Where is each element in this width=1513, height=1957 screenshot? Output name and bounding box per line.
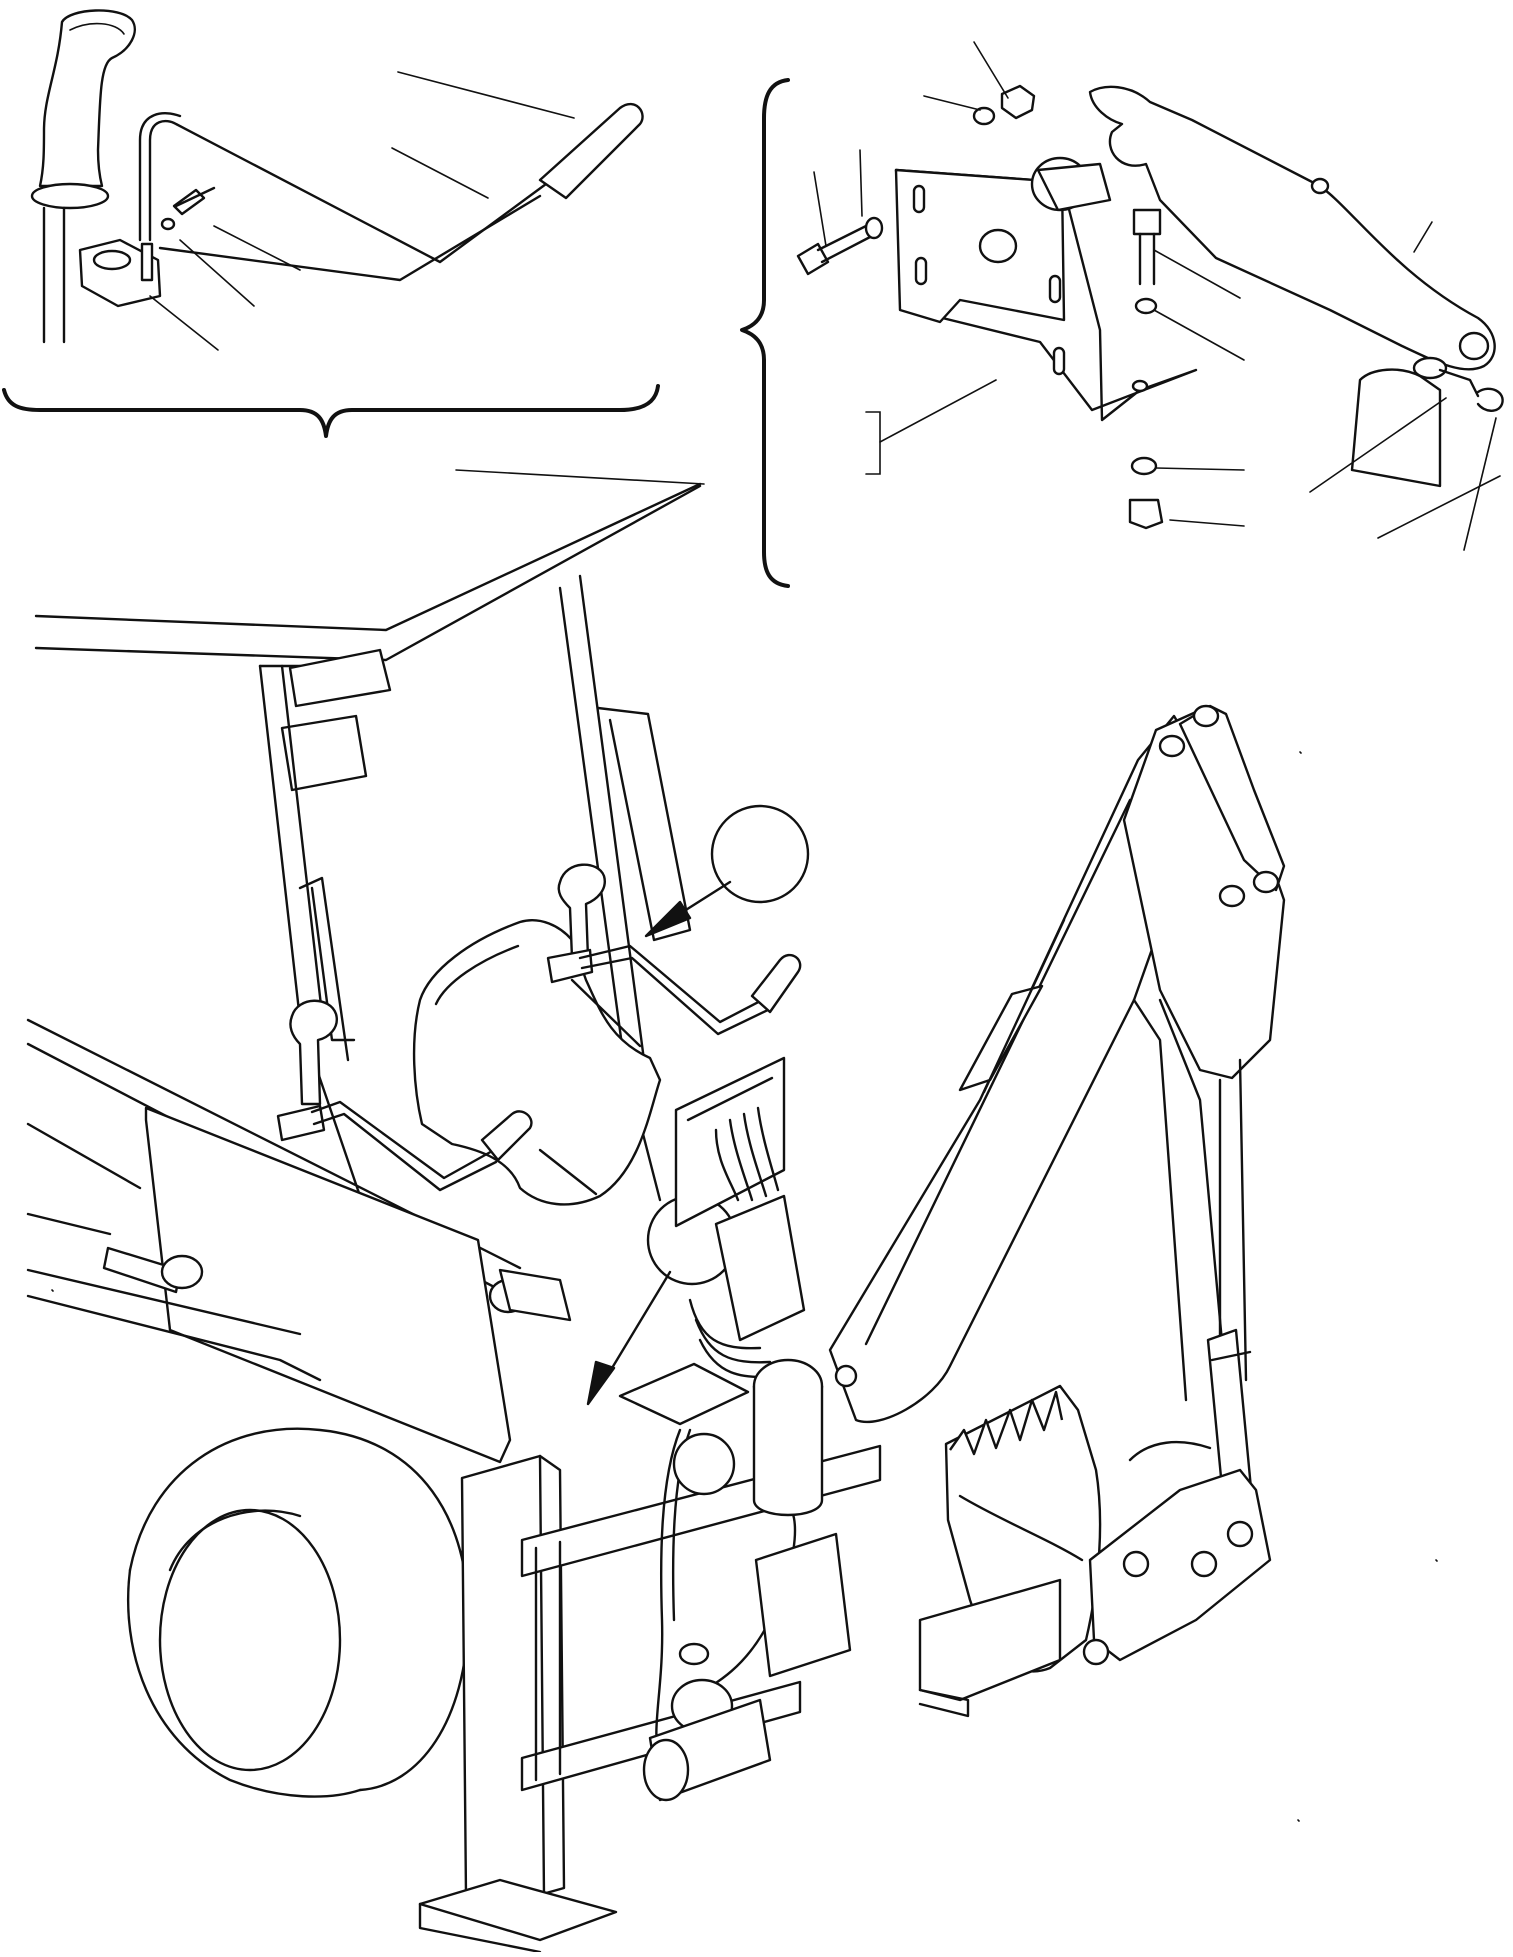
rear-wheel xyxy=(126,1427,470,1798)
control-lever-right xyxy=(546,863,802,1036)
backhoe-bucket xyxy=(944,1384,1102,1673)
washer-bolt-long xyxy=(864,216,884,240)
leader-lines-left xyxy=(149,71,575,351)
nut-upper xyxy=(1000,84,1036,120)
loader-side-frame xyxy=(26,1018,572,1464)
leader-lines-right xyxy=(813,41,1501,551)
cab-roof xyxy=(34,469,705,668)
mounting-plate xyxy=(894,156,1198,422)
washer-lower xyxy=(1130,456,1158,476)
scan-specks xyxy=(51,751,1438,1822)
hydraulic-cylinder-swing xyxy=(642,1358,852,1802)
pin-support-block xyxy=(1350,356,1480,488)
control-lever-knob xyxy=(30,9,136,344)
bolt-small xyxy=(172,186,216,216)
washer-small xyxy=(160,217,176,231)
bolt-long xyxy=(796,222,874,276)
lever-clamp-bracket xyxy=(78,238,162,308)
control-lever-left xyxy=(276,999,533,1192)
washer-vertical xyxy=(1134,297,1158,315)
callout-bubble-lower xyxy=(586,1194,738,1406)
cab-lamps xyxy=(280,648,392,792)
nut-lower xyxy=(1128,498,1164,530)
bolt-vertical xyxy=(1132,208,1162,286)
bucket-linkage xyxy=(1082,1440,1272,1666)
brace-left-horizontal xyxy=(2,384,660,438)
backhoe-dipper-arm xyxy=(1122,704,1286,1432)
brace-right-vertical xyxy=(740,78,790,588)
bracket-detail-group xyxy=(740,41,1504,588)
control-valve-block xyxy=(618,1056,806,1426)
backhoe-machine-view xyxy=(26,469,1438,1954)
operator-seat xyxy=(412,919,662,1206)
backhoe-base-plate xyxy=(918,1578,1062,1718)
callout-bubble-upper xyxy=(644,804,810,938)
retaining-clip xyxy=(1476,387,1504,412)
rod-handle-grip xyxy=(538,102,644,200)
washer-upper xyxy=(972,106,996,126)
bent-rod xyxy=(148,119,548,264)
lever-detail-group xyxy=(2,9,660,438)
grab-handles xyxy=(298,706,692,1062)
